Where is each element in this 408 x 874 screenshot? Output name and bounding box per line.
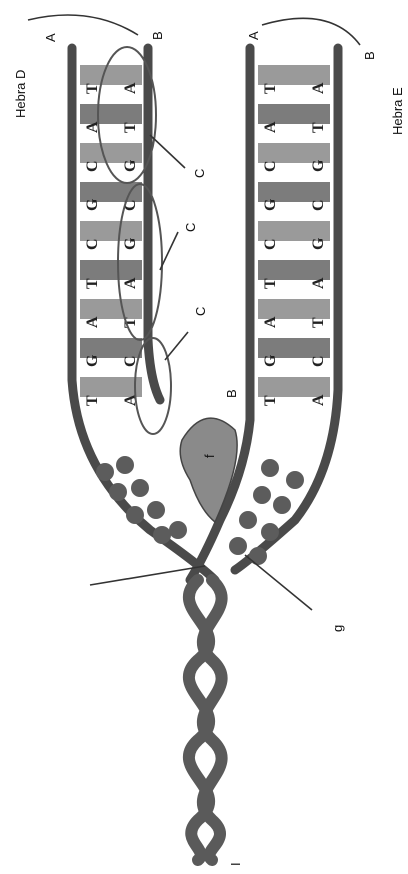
- base-letter: G: [122, 159, 139, 172]
- left-rungs: [80, 65, 142, 397]
- protein-bead: [253, 486, 271, 504]
- label-f: f: [202, 454, 217, 458]
- base-letter: A: [310, 82, 327, 94]
- protein-bead: [126, 506, 144, 524]
- base-letter: G: [122, 237, 139, 250]
- double-helix: [189, 580, 222, 860]
- base-letter: G: [84, 198, 101, 211]
- label-c3: C: [193, 307, 208, 316]
- protein-bead: [96, 463, 114, 481]
- protein-bead: [131, 479, 149, 497]
- protein-bead: [229, 537, 247, 555]
- protein-bead: [153, 526, 171, 544]
- label-end-b-right: B: [362, 51, 377, 60]
- protein-bead: [116, 456, 134, 474]
- right-rung: [258, 260, 330, 280]
- label-strand-d: Hebra D: [13, 70, 28, 118]
- right-rung: [258, 104, 330, 124]
- base-letter: A: [122, 277, 139, 289]
- label-c2: C: [183, 223, 198, 232]
- base-letter: T: [262, 278, 279, 289]
- base-letter: C: [310, 355, 327, 367]
- right-rung: [258, 377, 330, 397]
- base-letter: T: [84, 83, 101, 94]
- right-rung: [258, 299, 330, 319]
- pointer-line-c1: [150, 135, 185, 168]
- right-top-arc: [262, 18, 360, 45]
- base-letter: T: [122, 122, 139, 133]
- base-letter: A: [310, 394, 327, 406]
- base-letter: T: [262, 395, 279, 406]
- protein-bead: [109, 483, 127, 501]
- left-rung: [80, 299, 142, 319]
- protein-bead: [286, 471, 304, 489]
- protein-bead: [239, 511, 257, 529]
- label-c1: C: [192, 169, 207, 178]
- base-letter: A: [310, 277, 327, 289]
- base-letter: C: [84, 160, 101, 172]
- label-end-a-right: A: [246, 31, 261, 40]
- base-letter: G: [310, 159, 327, 172]
- right-rung: [258, 65, 330, 85]
- base-letter: G: [84, 354, 101, 367]
- protein-bead: [261, 459, 279, 477]
- protein-beads-left: [96, 456, 187, 544]
- label-strand-e: Hebra E: [390, 87, 405, 135]
- protein-bead: [147, 501, 165, 519]
- base-letter: G: [262, 198, 279, 211]
- protein-bead: [249, 547, 267, 565]
- base-letter: T: [84, 278, 101, 289]
- label-end-a-left: A: [43, 33, 58, 42]
- pointer-line-g-2: [245, 555, 312, 610]
- left-fork-inner-backbone: [148, 48, 160, 400]
- left-rung: [80, 65, 142, 85]
- base-letter: C: [262, 160, 279, 172]
- label-end-b-left: B: [150, 31, 165, 40]
- right-outer-bases: T G A T C G C A T: [262, 83, 279, 406]
- left-top-arc: [28, 15, 138, 35]
- base-letter: A: [262, 121, 279, 133]
- pointer-line-c3: [165, 332, 188, 360]
- left-rung: [80, 260, 142, 280]
- base-letter: A: [262, 316, 279, 328]
- left-inner-bases: A C T A G C G T A: [122, 82, 139, 406]
- label-g: g: [330, 625, 345, 632]
- label-i: I: [228, 862, 243, 866]
- base-letter: C: [84, 238, 101, 250]
- right-inner-bases: A C T A G C G T A: [310, 82, 327, 406]
- base-letter: A: [122, 82, 139, 94]
- left-rung: [80, 104, 142, 124]
- base-letter: C: [310, 199, 327, 211]
- base-letter: T: [310, 317, 327, 328]
- base-letter: G: [262, 354, 279, 367]
- base-letter: T: [310, 122, 327, 133]
- protein-bead: [169, 521, 187, 539]
- protein-bead: [261, 523, 279, 541]
- left-rung: [80, 377, 142, 397]
- label-b-enzyme: B: [224, 389, 239, 398]
- base-letter: T: [84, 395, 101, 406]
- base-letter: G: [310, 237, 327, 250]
- base-letter: T: [262, 83, 279, 94]
- base-letter: C: [262, 238, 279, 250]
- base-letter: A: [84, 316, 101, 328]
- right-rungs: [258, 65, 330, 397]
- protein-bead: [273, 496, 291, 514]
